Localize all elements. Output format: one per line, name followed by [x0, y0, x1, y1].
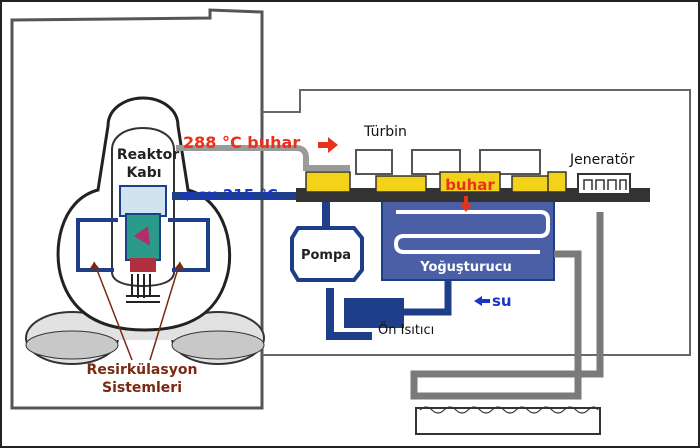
condenser — [381, 197, 555, 281]
recirc-pointer-lines — [93, 261, 181, 361]
turbine-label: Türbin — [363, 124, 407, 140]
steam-down-arrow-icon — [460, 196, 472, 212]
recirc-arrow-left — [89, 262, 99, 270]
pump-label: Pompa — [301, 248, 351, 263]
recirc-label-2: Sistemleri — [102, 380, 182, 396]
steam-out-label: 288 °C buhar — [183, 133, 300, 152]
water-body — [415, 406, 601, 435]
condensate-pipe — [400, 266, 452, 316]
steam-arrow-icon — [318, 137, 338, 153]
reactor-vessel-label-1: Reaktor — [117, 147, 179, 163]
water-in-label: su 215 °C — [198, 186, 278, 204]
generator — [577, 173, 631, 195]
steam-condenser-label: buhar — [445, 176, 495, 194]
containment-building — [10, 8, 264, 410]
cooling-water-label: su — [492, 292, 512, 310]
water-arrow-icon — [474, 296, 490, 306]
cooling-water-pipe — [410, 212, 604, 400]
recirc-arrow-right — [175, 262, 185, 270]
reactor-vessel-label-2: Kabı — [126, 165, 161, 181]
turbine — [296, 149, 650, 202]
feedwater-return — [326, 288, 372, 340]
preheater — [344, 298, 404, 328]
steam-pipe — [176, 145, 350, 171]
recirc-label-1: Resirkülasyon — [87, 362, 198, 378]
water-in-arrow-icon — [180, 191, 196, 201]
preheater-label: Ön Isıtıcı — [378, 321, 434, 338]
reactor-core — [119, 185, 167, 303]
pump — [290, 226, 364, 282]
turbine-hall — [262, 89, 691, 356]
recirculation-loops — [76, 218, 210, 272]
condenser-label: Yoğuşturucu — [419, 260, 512, 275]
generator-label: Jeneratör — [569, 152, 635, 168]
